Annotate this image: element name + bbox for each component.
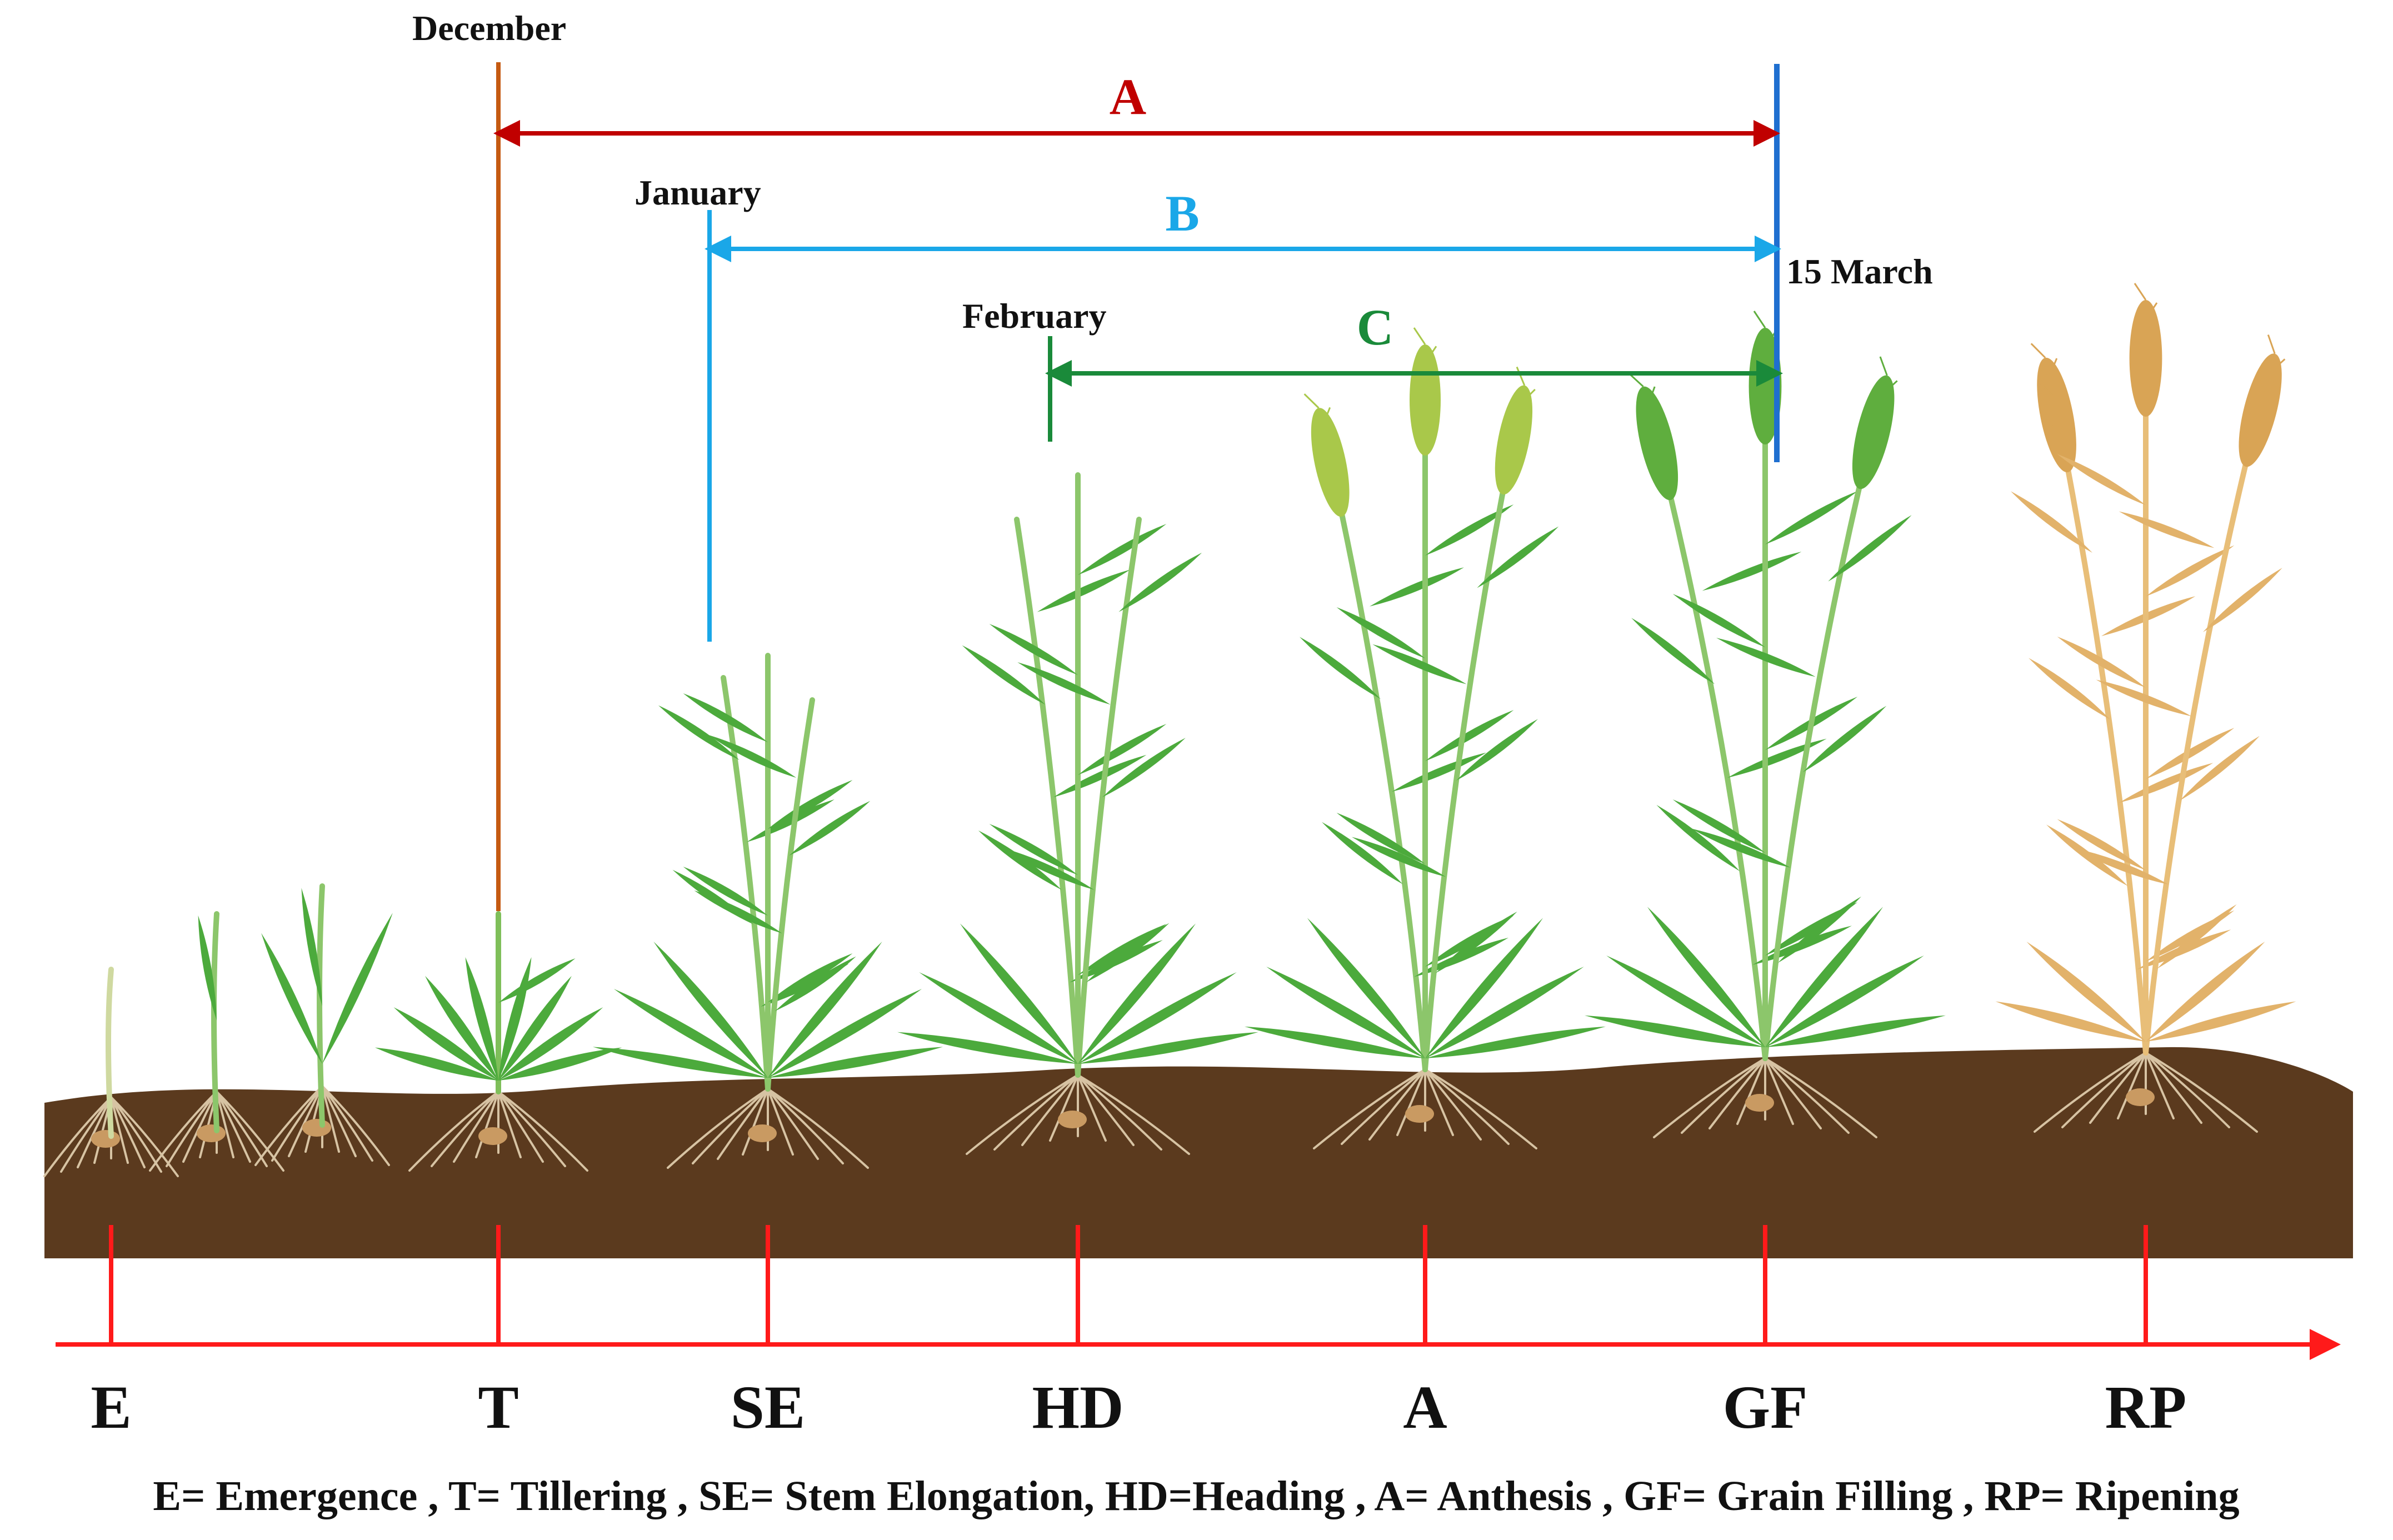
period-b-label: B — [1165, 185, 1199, 242]
stage-labels: E T SE HD A GF RP — [91, 1373, 2186, 1441]
plant-grain-filling — [1585, 311, 1946, 1138]
stage-label-hd: HD — [1032, 1373, 1124, 1441]
seedling-1 — [43, 967, 179, 1177]
period-c-label: C — [1357, 299, 1393, 356]
stage-label-gf: GF — [1723, 1373, 1808, 1441]
plant-ripening — [1995, 283, 2296, 1133]
seedling-3 — [254, 883, 393, 1166]
month-march-label: 15 March — [1786, 252, 1933, 291]
plant-tillering — [374, 911, 622, 1172]
stage-legend: E= Emergence , T= Tillering , SE= Stem E… — [153, 1473, 2239, 1519]
stage-label-a: A — [1403, 1373, 1447, 1441]
plant-anthesis — [1245, 327, 1606, 1149]
month-january-label: January — [635, 173, 761, 212]
stage-label-e: E — [91, 1373, 131, 1441]
period-a-label: A — [1110, 68, 1146, 125]
plant-heading — [897, 472, 1258, 1155]
plant-stem-elongation — [592, 653, 943, 1169]
plant-illustrations — [43, 283, 2296, 1177]
stage-label-rp: RP — [2105, 1373, 2187, 1441]
soil-band — [44, 1047, 2353, 1258]
timeline-ticks — [109, 1225, 2148, 1344]
month-december-label: December — [412, 8, 566, 48]
stage-label-t: T — [478, 1373, 518, 1441]
stage-label-se: SE — [731, 1373, 806, 1441]
seedling-2 — [149, 911, 284, 1172]
month-february-label: February — [962, 296, 1107, 336]
